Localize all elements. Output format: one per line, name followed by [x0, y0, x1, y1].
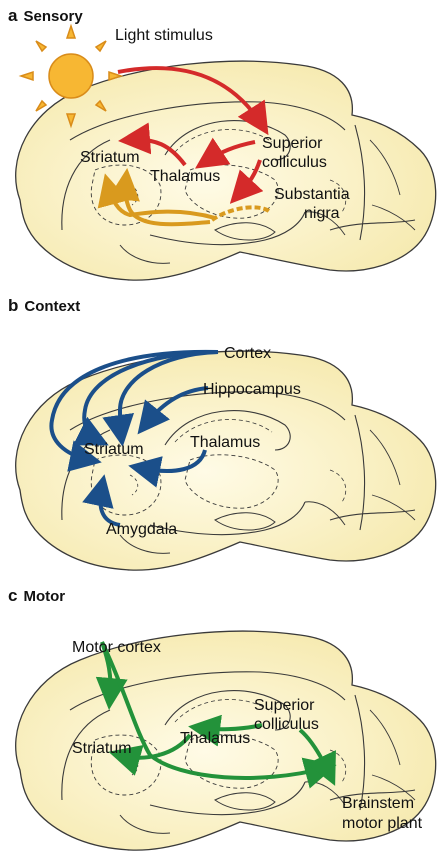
- label-colliculus: colliculus: [254, 716, 319, 733]
- panel-b-title: Context: [24, 298, 80, 315]
- panel-b-letter: b: [8, 296, 18, 315]
- panel-c-letter: c: [8, 586, 17, 605]
- panel-a-header: a Sensory: [8, 6, 83, 26]
- panel-a-letter: a: [8, 6, 17, 25]
- label-cortex: Cortex: [224, 345, 271, 362]
- label-substantia: Substantia: [274, 186, 350, 203]
- label-amygdala: Amygdala: [106, 521, 177, 538]
- panel-context: Cortex Hippocampus Striatum Thalamus Amy…: [0, 290, 440, 580]
- panel-sensory: Light stimulus Striatum Thalamus Superio…: [0, 0, 440, 290]
- label-striatum: Striatum: [84, 441, 144, 458]
- label-nigra: nigra: [304, 205, 340, 222]
- label-brainstem: Brainstem: [342, 795, 414, 812]
- panel-c-header: c Motor: [8, 586, 65, 606]
- label-thalamus: Thalamus: [150, 168, 220, 185]
- label-motor-cortex: Motor cortex: [72, 639, 161, 656]
- label-thalamus: Thalamus: [180, 730, 250, 747]
- sensory-diagram: Light stimulus Striatum Thalamus Superio…: [0, 0, 440, 290]
- motor-diagram: Motor cortex Striatum Thalamus Superior …: [0, 580, 440, 858]
- panel-a-title: Sensory: [23, 8, 82, 25]
- label-superior: Superior: [254, 697, 315, 714]
- label-light-stimulus: Light stimulus: [115, 27, 213, 44]
- label-striatum: Striatum: [72, 740, 132, 757]
- label-colliculus: colliculus: [262, 154, 327, 171]
- label-striatum: Striatum: [80, 149, 140, 166]
- panel-b-header: b Context: [8, 296, 80, 316]
- label-hippocampus: Hippocampus: [203, 381, 301, 398]
- context-diagram: Cortex Hippocampus Striatum Thalamus Amy…: [0, 290, 440, 580]
- label-thalamus: Thalamus: [190, 434, 260, 451]
- panel-motor: Motor cortex Striatum Thalamus Superior …: [0, 580, 440, 858]
- label-superior: Superior: [262, 135, 323, 152]
- panel-c-title: Motor: [23, 588, 65, 605]
- label-motor-plant: motor plant: [342, 815, 423, 832]
